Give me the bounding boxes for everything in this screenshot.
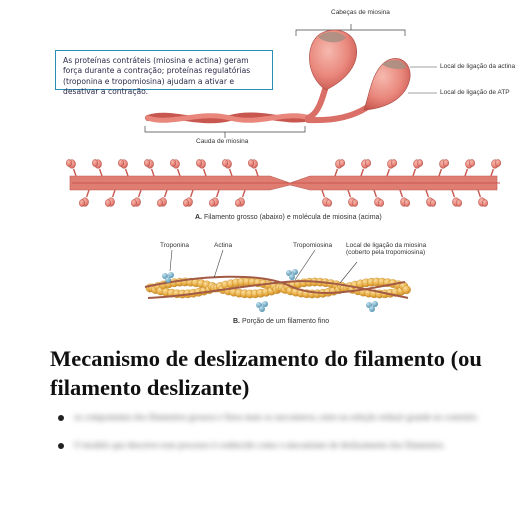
caption-b: B. Porção de um filamento fino — [233, 318, 329, 325]
muscle-filament-figure: Cabeças de miosina Local de ligação da a… — [55, 9, 516, 325]
thick-filament-myosin-head — [360, 159, 372, 177]
label-tropomyosin: Tropomiosina — [293, 242, 333, 249]
thick-filament-myosin-head — [130, 189, 142, 207]
caption-b-text: Porção de um filamento fino — [241, 318, 330, 325]
thick-filament-myosin-head — [334, 159, 346, 177]
caption-b-letter: B. — [233, 318, 240, 325]
thick-filament-myosin-head — [347, 189, 359, 207]
caption-a: A. Filamento grosso (abaixo) e molécula … — [195, 214, 382, 221]
troponin-complex — [256, 301, 268, 312]
bullet-icon — [58, 415, 64, 421]
troponin-complex — [286, 269, 298, 280]
actin-bead — [402, 285, 411, 295]
myosin-tail-bracket — [144, 126, 306, 138]
label-atp-binding-site: Local de ligação de ATP — [440, 89, 510, 96]
thick-filament-myosin-head — [399, 189, 411, 207]
thick-filament-myosin-head — [143, 159, 155, 177]
label-actin: Actina — [214, 242, 233, 249]
list-item: os componentes dos filamentos grossos e … — [50, 410, 500, 424]
thick-filament-myosin-head — [156, 189, 168, 207]
label-myosin-binding-site-line1: Local de ligação da miosina — [346, 242, 427, 249]
thick-filament-myosin-head — [117, 159, 129, 177]
thick-filament-myosin-head — [412, 159, 424, 177]
thick-filament-myosin-head — [221, 159, 233, 177]
bullet-list: os componentes dos filamentos grossos e … — [50, 410, 500, 466]
tropomyosin-leader — [294, 249, 316, 281]
tropomyosin-strand-2 — [147, 280, 409, 299]
thick-filament-myosin-head — [464, 159, 476, 177]
thick-filament-myosin-head — [321, 189, 333, 207]
thick-filament-myosin-head — [477, 189, 489, 207]
myosin-site-leader — [339, 261, 358, 284]
thick-filament-myosin-head — [91, 159, 103, 177]
thick-filament-myosin-head — [182, 189, 194, 207]
myosin-heads-bracket — [295, 24, 406, 36]
bullet-text: os componentes dos filamentos grossos e … — [74, 412, 478, 422]
thick-filament-myosin-head — [104, 189, 116, 207]
label-myosin-tail: Cauda de miosina — [196, 138, 249, 145]
label-myosin-binding-site: Local de ligação da miosina (coberto pel… — [346, 242, 426, 256]
myosin-head-lower — [363, 58, 411, 111]
myosin-head-upper — [309, 29, 357, 91]
thick-filament-myosin-head — [373, 189, 385, 207]
label-troponin: Troponina — [160, 242, 190, 249]
thick-filament-myosin-head — [169, 159, 181, 177]
actin-leader — [213, 249, 224, 279]
thick-filament-myosin-head — [234, 189, 246, 207]
list-item: O modelo que descreve esse processo é co… — [50, 438, 500, 452]
thick-filament — [65, 159, 502, 207]
troponin-complex — [162, 272, 174, 283]
callout-box: As proteínas contráteis (miosina e actin… — [55, 50, 273, 96]
thick-filament-myosin-head — [78, 189, 90, 207]
caption-a-letter: A. — [195, 214, 202, 221]
tropomyosin-strand-1 — [144, 275, 406, 295]
thick-filament-myosin-head — [425, 189, 437, 207]
filament-illustration — [65, 24, 502, 312]
thick-filament-myosin-head — [438, 159, 450, 177]
thick-filament-myosin-head — [451, 189, 463, 207]
thin-filament — [144, 269, 411, 312]
section-heading: Mecanismo de deslizamento do filamento (… — [50, 346, 482, 400]
label-myosin-heads: Cabeças de miosina — [331, 9, 390, 16]
bullet-text: O modelo que descreve esse processo é co… — [74, 440, 446, 450]
label-myosin-binding-site-line2: (coberto pela tropomiosina) — [346, 249, 426, 256]
troponin-complex — [366, 301, 378, 312]
thick-filament-myosin-head — [208, 189, 220, 207]
thick-filament-myosin-head — [195, 159, 207, 177]
thick-filament-myosin-head — [386, 159, 398, 177]
thick-filament-myosin-head — [65, 159, 77, 177]
label-actin-binding-site: Local de ligação da actina — [440, 63, 516, 70]
thick-filament-myosin-head — [247, 159, 259, 177]
thick-filament-myosin-head — [490, 159, 502, 177]
myosin-tail — [145, 83, 369, 124]
troponin-leader — [169, 249, 173, 272]
bullet-icon — [58, 443, 64, 449]
caption-a-text: Filamento grosso (abaixo) e molécula de … — [203, 214, 382, 221]
